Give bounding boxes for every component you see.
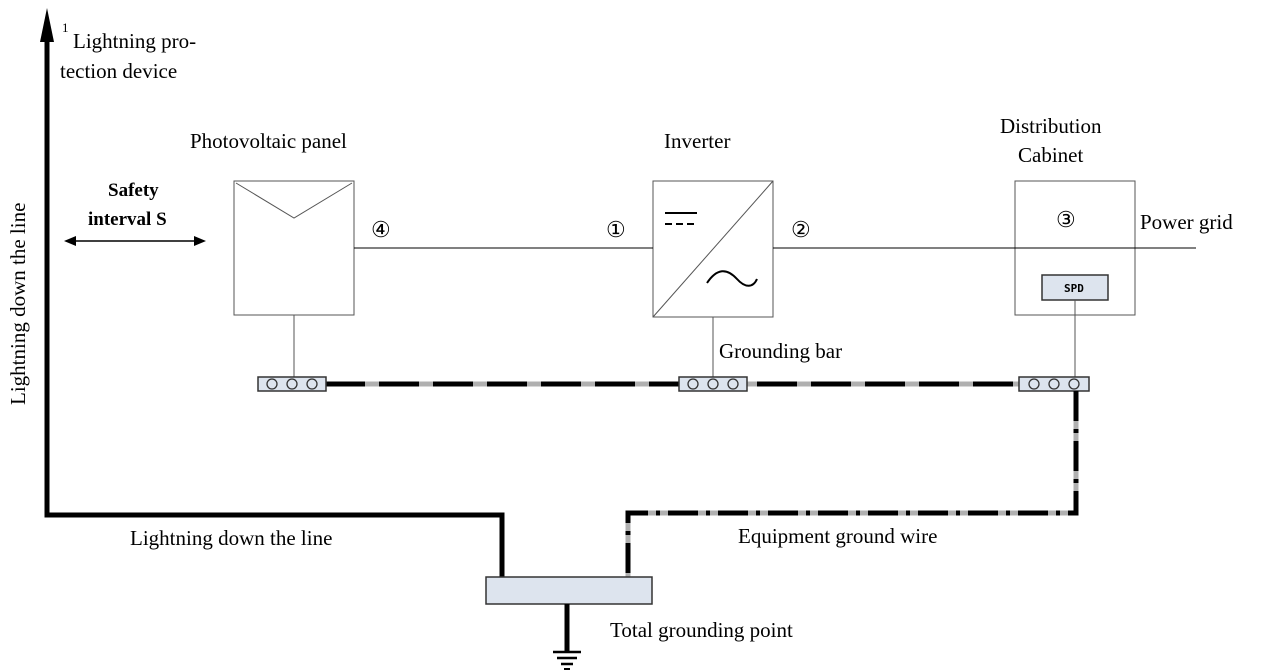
cabinet-title-line2: Cabinet — [1018, 143, 1083, 167]
safety-interval-arrow — [64, 236, 206, 246]
ac-wave-icon — [706, 270, 758, 287]
total-grounding-point — [485, 576, 653, 670]
total-grounding-point-label: Total grounding point — [610, 618, 793, 642]
down-line-vertical-label: Lightning down the line — [6, 203, 30, 405]
grounding-bar-label: Grounding bar — [719, 339, 842, 363]
marker-1: ① — [606, 217, 626, 242]
earth-ground-icon — [553, 650, 581, 670]
safety-label-line2: interval S — [88, 209, 167, 230]
pv-panel — [233, 180, 355, 316]
marker-3: ③ — [1056, 207, 1076, 232]
marker-2: ② — [791, 217, 811, 242]
grounding-bar-right — [1018, 376, 1090, 392]
safety-label-line1: Safety — [108, 180, 159, 201]
equipment-ground-wire-label: Equipment ground wire — [738, 524, 937, 548]
inverter-title: Inverter — [664, 129, 730, 153]
up-arrow-icon — [40, 8, 54, 42]
lightning-device-superscript: 1 — [62, 20, 69, 35]
lightning-device-label-line1: Lightning pro- — [73, 29, 196, 53]
pv-panel-title: Photovoltaic panel — [190, 129, 347, 153]
spd-label: SPD — [1064, 282, 1084, 295]
grounding-bar-middle — [678, 376, 748, 392]
marker-4: ④ — [371, 217, 391, 242]
ground-connectors — [293, 300, 1076, 377]
power-grid-label: Power grid — [1140, 210, 1233, 234]
lightning-down-conductor — [40, 8, 505, 578]
grounding-bar-left — [257, 376, 327, 392]
spd-box — [1041, 274, 1109, 301]
lightning-device-label-line2: tection device — [60, 59, 177, 83]
equipment-ground-wire — [625, 391, 1079, 578]
inverter-box — [652, 180, 774, 318]
down-line-horizontal-label: Lightning down the line — [130, 526, 332, 550]
cabinet-title-line1: Distribution — [1000, 114, 1102, 138]
